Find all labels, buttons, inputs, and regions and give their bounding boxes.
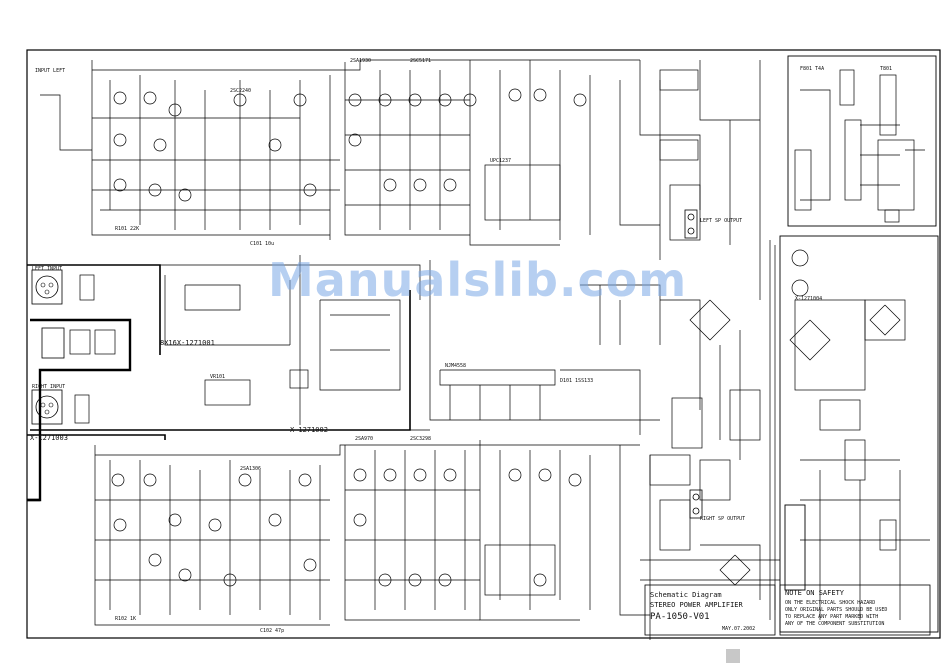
title-area — [644, 584, 931, 636]
input-panel — [27, 264, 411, 502]
input-left-label: INPUT LEFT — [35, 68, 65, 74]
safety-note-line-2: ONLY ORIGINAL PARTS SHOULD BE USED — [785, 607, 887, 613]
left-input-label: LEFT INPUT — [32, 266, 62, 272]
title-line-2: STEREO POWER AMPLIFIER — [650, 601, 744, 609]
protection-block — [160, 255, 761, 460]
part-c2: C102 47p — [260, 628, 284, 634]
right-input-label: RIGHT INPUT — [32, 384, 65, 390]
safety-note-line-1: ON THE ELECTRICAL SHOCK HAZARD — [785, 600, 875, 606]
sheet-frame — [26, 49, 941, 639]
page-marker — [726, 649, 740, 663]
left-sp-output-label: LEFT SP OUTPUT — [700, 218, 742, 224]
part-q4: 2SA970 — [355, 436, 373, 442]
part-f1: F801 T4A — [800, 66, 824, 72]
part-q3: 2SC2240 — [230, 88, 251, 94]
part-r1: R101 22K — [115, 226, 139, 232]
part-ic2: UPC1237 — [490, 158, 511, 164]
part-r2: R102 1K — [115, 616, 136, 622]
part-q6: 2SA1306 — [240, 466, 261, 472]
part-c1: C101 10u — [250, 241, 274, 247]
part-q1: 2SA1930 — [350, 58, 371, 64]
part-q5: 2SC3298 — [410, 436, 431, 442]
part-ic1: NJM4558 — [445, 363, 466, 369]
board-2-label: X-1271002 — [290, 426, 328, 434]
output-terminals — [684, 209, 703, 519]
title-date: MAY.07.2002 — [722, 626, 755, 632]
transistors-bottom — [111, 468, 582, 587]
transistors-top — [113, 88, 587, 202]
part-vr1: VR101 — [210, 374, 225, 380]
safety-note-line-4: ANY OF THE COMPONENT SUBSTITUTION — [785, 621, 884, 627]
power-supply-block — [769, 55, 939, 633]
title-line-3: PA-1050-V01 — [650, 612, 710, 622]
safety-note-line-3: TO REPLACE ANY PART MARKED WITH — [785, 614, 878, 620]
right-channel-amp-block — [94, 440, 780, 640]
title-line-1: Schematic Diagram — [650, 591, 722, 599]
right-sp-output-label: RIGHT SP OUTPUT — [700, 516, 745, 522]
board-3-label: X-1271003 — [30, 434, 68, 442]
part-d1: D101 1SS133 — [560, 378, 593, 384]
safety-note-title: NOTE ON SAFETY — [785, 589, 845, 597]
watermark: Manualslib.com — [268, 253, 687, 307]
left-channel-amp-block — [40, 59, 761, 300]
board-4-label: X-1271004 — [795, 296, 822, 302]
part-q2: 2SC5171 — [410, 58, 431, 64]
board-1-label: 8X16X-1271001 — [160, 339, 215, 347]
part-t1: T801 — [880, 66, 892, 72]
